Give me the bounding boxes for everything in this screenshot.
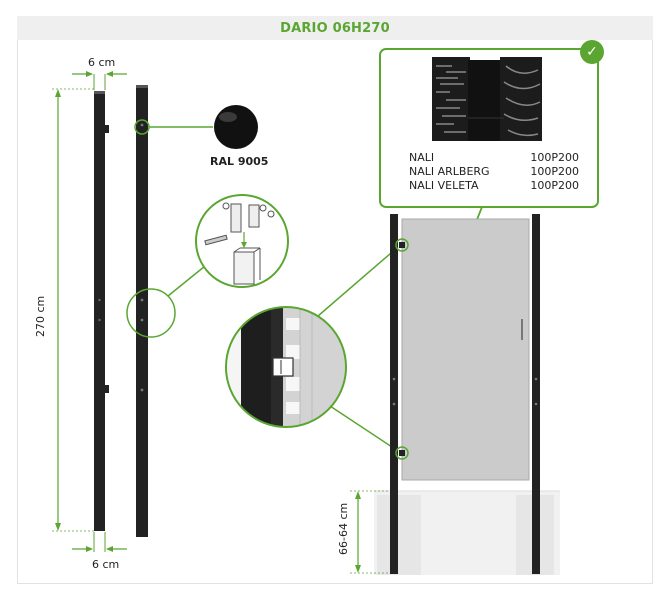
- panel-name: NALI VELETA: [409, 179, 479, 192]
- hardware-callout-ring: [126, 288, 176, 338]
- height-label: 270 cm: [34, 295, 47, 337]
- hinge-detail: [225, 306, 347, 428]
- depth-label: 66-64 cm: [337, 502, 350, 555]
- check-icon: ✓: [580, 40, 604, 64]
- panel-list: NALI 100P200 NALI ARLBERG 100P200 NALI V…: [409, 151, 579, 193]
- dim-depth: [350, 490, 388, 574]
- panel-name: NALI: [409, 151, 435, 164]
- width-top-label: 6 cm: [88, 56, 116, 69]
- panel-row: NALI 100P200: [409, 151, 579, 165]
- post-side: [136, 85, 148, 537]
- panel-code: 100P200: [530, 179, 579, 192]
- dim-width-top: [72, 71, 127, 90]
- panel-row: NALI ARLBERG 100P200: [409, 165, 579, 179]
- gate-assembly: [374, 214, 560, 575]
- dim-height: [52, 88, 94, 532]
- hardware-detail: [195, 194, 289, 288]
- post-front: [94, 91, 109, 531]
- panel-row: NALI VELETA 100P200: [409, 179, 579, 193]
- panel-code: 100P200: [530, 165, 579, 178]
- panel-code: 100P200: [530, 151, 579, 164]
- ral-color-label: RAL 9005: [210, 155, 269, 168]
- width-bottom-label: 6 cm: [92, 558, 120, 571]
- panel-options-box: [379, 48, 599, 208]
- ral-swatch: [214, 105, 258, 149]
- product-title: DARIO 06H270: [17, 16, 653, 40]
- panel-name: NALI ARLBERG: [409, 165, 490, 178]
- dim-width-bottom: [72, 532, 127, 552]
